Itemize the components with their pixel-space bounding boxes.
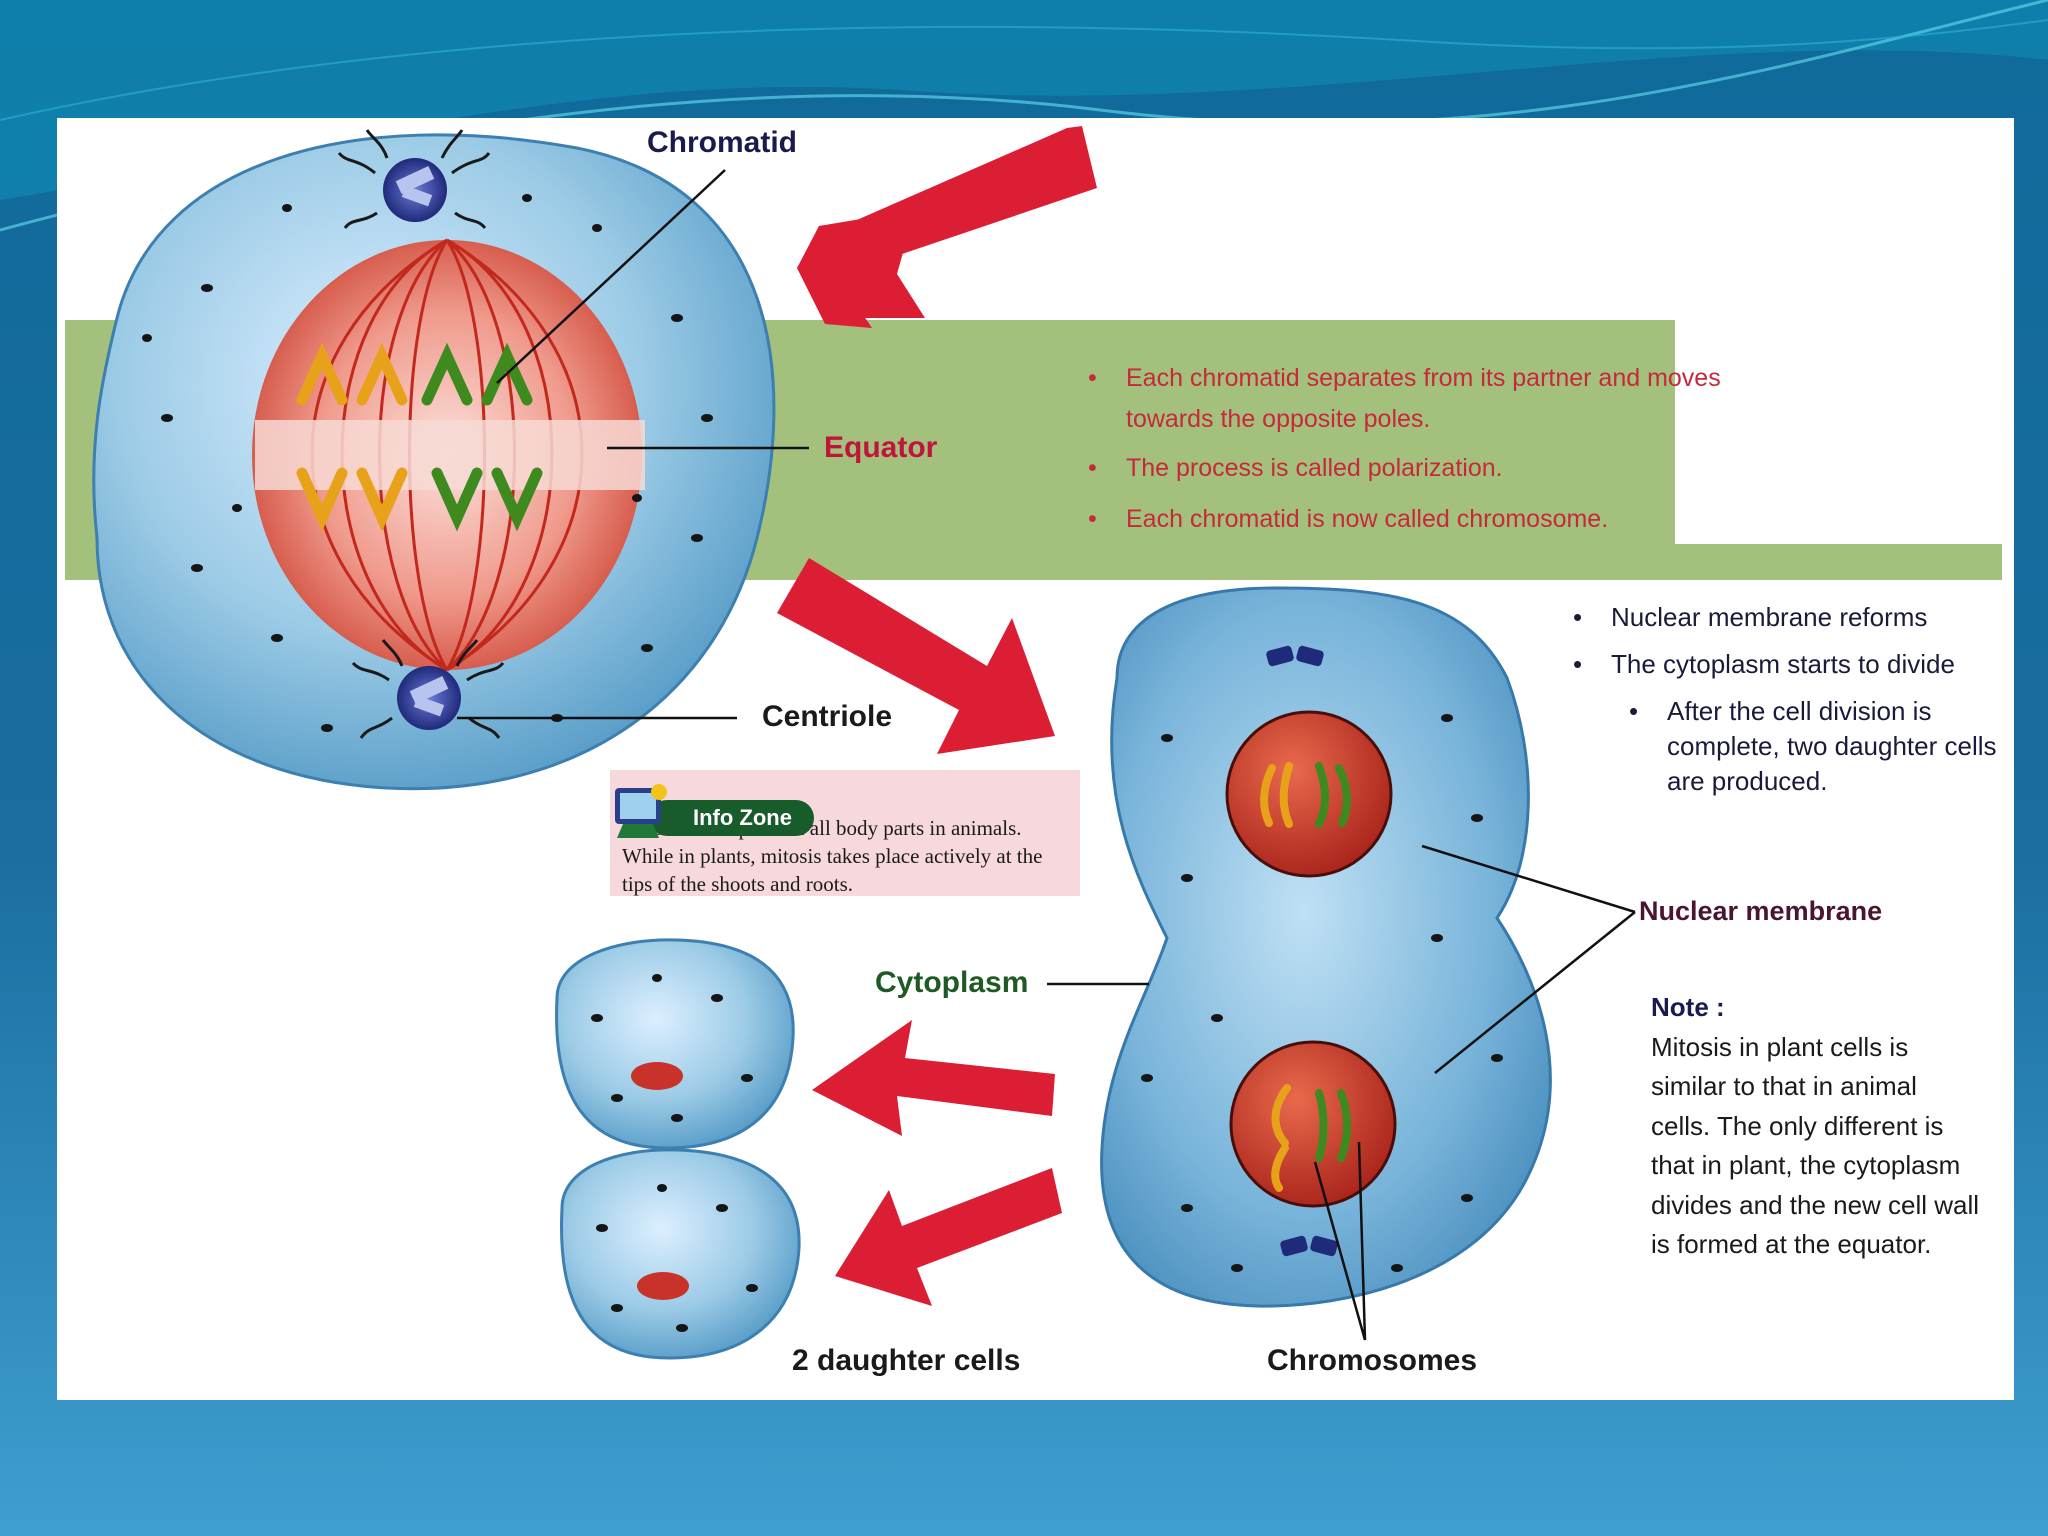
arrow-to-daughter-1 [812, 1020, 1055, 1136]
green-bullet-item: Each chromatid separates from its partne… [1082, 358, 1722, 440]
green-bullet-item: Each chromatid is now called chromosome. [1082, 499, 1722, 540]
monitor-icon [609, 778, 677, 846]
green-bullet-item: The process is called polarization. [1082, 448, 1722, 489]
arrow-to-daughter-2 [835, 1168, 1062, 1306]
note-text: Mitosis in plant cells is similar to tha… [1651, 1028, 1981, 1265]
label-cytoplasm: Cytoplasm [875, 966, 1028, 1000]
daughter-cell-2 [561, 1150, 799, 1358]
label-equator: Equator [824, 431, 937, 465]
telophase-bullet-item: The cytoplasm starts to divide [1567, 647, 2014, 682]
note-block: Note : Mitosis in plant cells is similar… [1651, 988, 1981, 1265]
telophase-bullet-item: Nuclear membrane reforms [1567, 600, 2014, 635]
diagram-panel: Chromatid Equator Centriole Cytoplasm Nu… [57, 118, 2014, 1400]
label-centriole: Centriole [762, 700, 892, 734]
label-daughter-cells: 2 daughter cells [792, 1344, 1020, 1378]
label-nuclear-membrane: Nuclear membrane [1639, 896, 1882, 927]
green-band-bullets: Each chromatid separates from its partne… [1082, 358, 1722, 550]
telophase-bullets: Nuclear membrane reforms The cytoplasm s… [1567, 600, 2014, 811]
label-chromatid: Chromatid [647, 126, 797, 160]
anaphase-cell [94, 130, 774, 789]
telophase-bullet-item: After the cell division is complete, two… [1567, 694, 2014, 799]
daughter-cell-1 [557, 940, 794, 1148]
label-chromosomes: Chromosomes [1267, 1344, 1477, 1378]
note-title: Note : [1651, 988, 1981, 1028]
